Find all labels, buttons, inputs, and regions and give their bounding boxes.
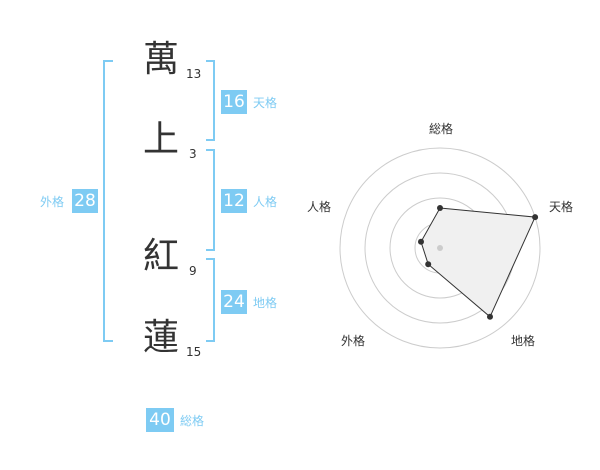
name-char-3: 紅 (143, 236, 180, 277)
gaikaku-bracket (103, 60, 113, 342)
radar-point-3 (487, 313, 493, 320)
tenkaku-bracket (206, 60, 215, 141)
soukaku-label: 総格 (180, 414, 205, 428)
radar-label-gaikaku: 外格 (341, 334, 366, 348)
radar-label-chikaku: 地格 (511, 334, 536, 348)
radar-ring (339, 147, 541, 349)
radar-label-soukaku: 総格 (429, 122, 454, 136)
chikaku-bracket (206, 258, 215, 342)
gaikaku-label: 外格 (40, 195, 65, 209)
radar-label-tenkaku: 天格 (549, 200, 574, 214)
radar-center (437, 245, 443, 251)
tenkaku-label: 天格 (253, 96, 278, 110)
stroke-count-4: 15 (186, 345, 202, 359)
name-char-4: 蓮 (143, 317, 180, 358)
chikaku-value: 24 (221, 290, 247, 314)
tenkaku-value: 16 (221, 90, 247, 114)
name-char-2: 上 (143, 119, 180, 160)
stroke-count-1: 13 (186, 67, 202, 81)
radar-point-5 (418, 238, 424, 245)
name-char-1: 萬 (143, 39, 180, 80)
soukaku-value: 40 (146, 408, 174, 432)
radar-points (418, 205, 539, 320)
radar-chart (339, 147, 541, 349)
jinkaku-value: 12 (221, 189, 247, 213)
radar-area (420, 207, 536, 318)
jinkaku-label: 人格 (253, 195, 278, 209)
stroke-count-3: 9 (189, 264, 197, 278)
stroke-count-2: 3 (189, 147, 197, 161)
jinkaku-bracket (206, 149, 215, 251)
gaikaku-value: 28 (72, 189, 98, 213)
radar-label-jinkaku: 人格 (307, 200, 332, 214)
radar-point-2 (532, 214, 539, 221)
radar-point-1 (437, 205, 443, 211)
radar-point-4 (425, 261, 432, 268)
chikaku-label: 地格 (253, 296, 278, 310)
